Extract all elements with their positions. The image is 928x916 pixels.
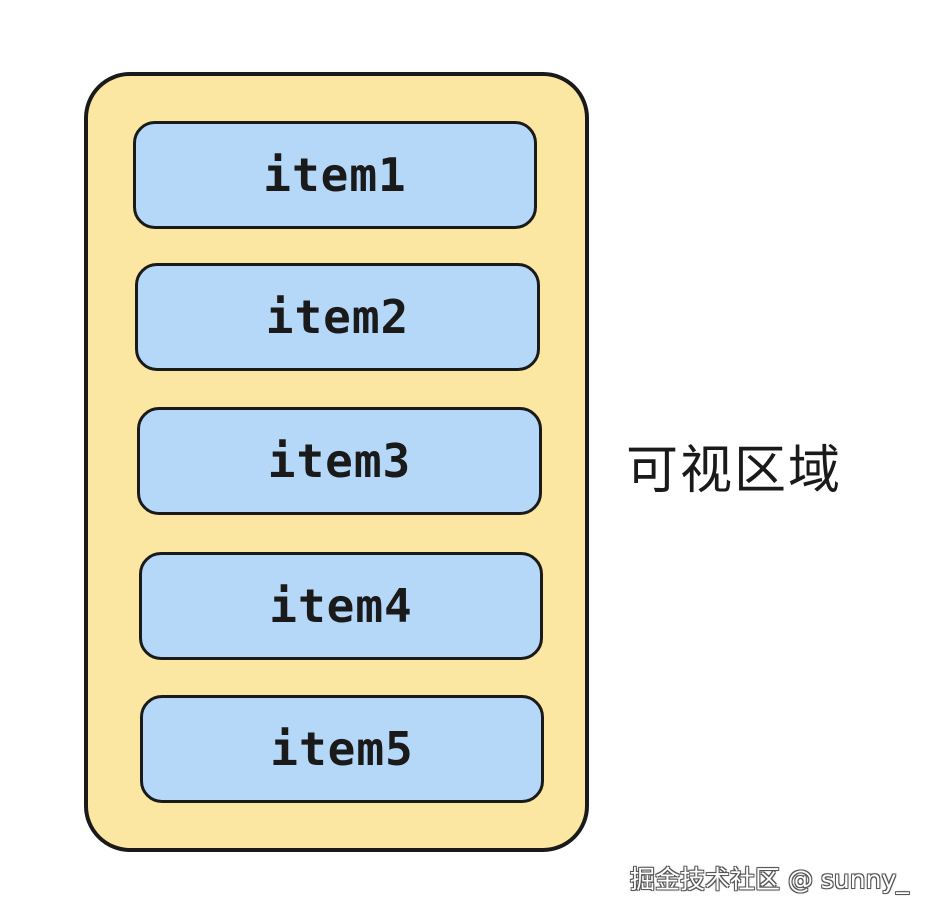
list-item: item4	[139, 552, 543, 660]
list-item: item1	[133, 121, 537, 229]
list-item-label: item5	[270, 722, 414, 776]
list-item: item2	[135, 263, 540, 371]
visible-area-label: 可视区域	[626, 441, 843, 501]
list-item-label: item3	[267, 434, 412, 488]
list-item-label: item4	[269, 579, 413, 633]
list-item: item5	[140, 695, 544, 803]
list-item-label: item1	[263, 148, 407, 202]
watermark: 掘金技术社区 @ sunny_	[630, 865, 909, 894]
list-item-label: item2	[265, 290, 410, 344]
list-item: item3	[137, 407, 542, 515]
